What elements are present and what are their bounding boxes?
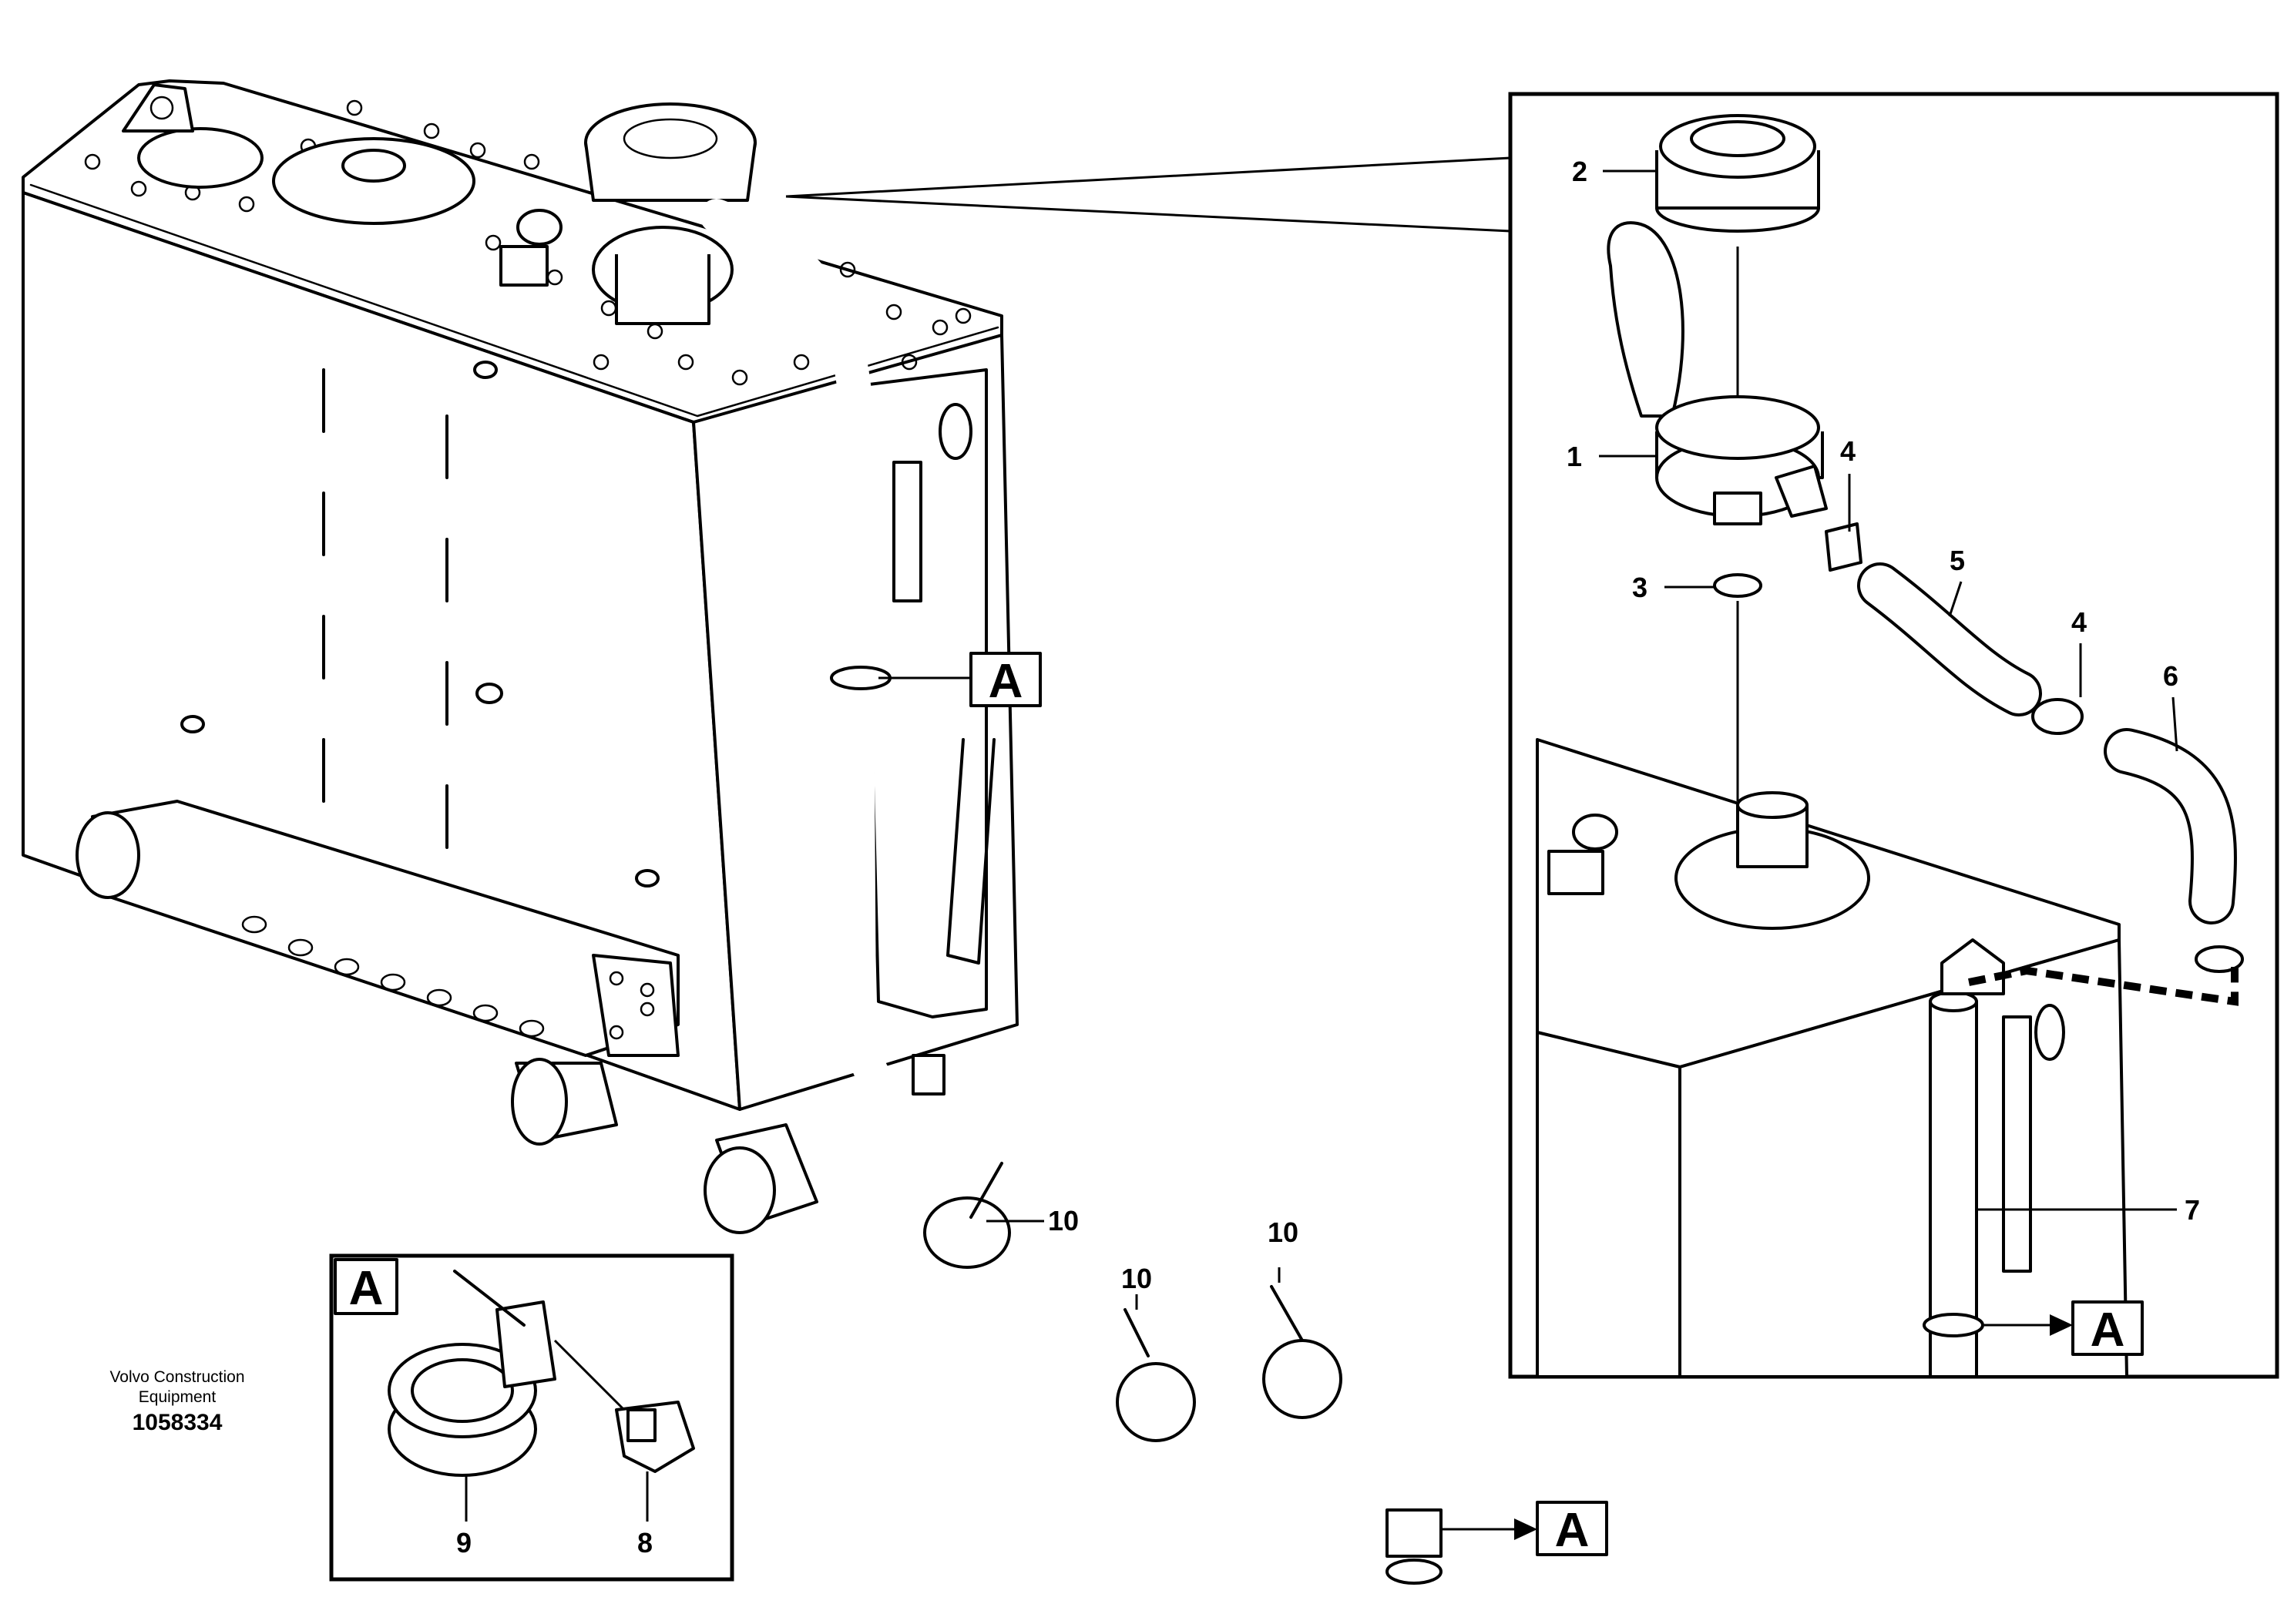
hydraulic-tank — [22, 79, 1019, 1234]
callout-4-upper: 4 — [1840, 435, 1856, 467]
detail-title-letter: A — [349, 1262, 384, 1315]
exploded-view-box: A 2 1 3 4 5 4 6 7 — [785, 92, 2279, 1379]
callout-6: 6 — [2163, 660, 2178, 692]
publisher-line-1: Volvo Construction — [109, 1368, 245, 1386]
publisher-line-2: Equipment — [138, 1388, 217, 1406]
top-plate-bolts — [84, 99, 972, 386]
breather-hose-main — [700, 199, 1483, 1596]
part-2-filter-cap — [1655, 114, 1820, 408]
callout-10a: 10 — [1048, 1205, 1079, 1236]
document-number: 1058334 — [132, 1410, 223, 1435]
part-1-breather-housing — [1607, 221, 1828, 525]
callout-7: 7 — [2185, 1194, 2200, 1226]
detail-marker-mid: A — [878, 652, 1042, 708]
publisher-label: Volvo Construction Equipment — [77, 1367, 277, 1408]
detail-letter-bottom: A — [1555, 1504, 1590, 1557]
manifold-ports — [241, 915, 545, 1038]
callout-10-group: 10 10 10 — [986, 1205, 1298, 1310]
callout-8: 8 — [637, 1527, 653, 1559]
breather-filter-assembly — [499, 102, 757, 325]
callout-10c: 10 — [1268, 1216, 1298, 1248]
cable-ties — [923, 1162, 1342, 1442]
detail-letter-mid: A — [989, 655, 1023, 708]
callout-5: 5 — [1950, 545, 1965, 576]
front-slots — [322, 368, 448, 849]
callout-9: 9 — [456, 1527, 472, 1559]
detail-a-inset: A 9 8 — [329, 1253, 734, 1582]
detail-tank-top — [1536, 738, 2128, 1378]
callout-10b: 10 — [1121, 1263, 1152, 1294]
callout-4-lower: 4 — [2071, 606, 2087, 638]
callout-2: 2 — [1572, 156, 1587, 187]
detail-marker-bottom: A — [1441, 1501, 1608, 1557]
detail-letter-inset-ref: A — [2091, 1304, 2125, 1357]
callout-1: 1 — [1567, 441, 1582, 472]
callout-3: 3 — [1632, 572, 1647, 603]
